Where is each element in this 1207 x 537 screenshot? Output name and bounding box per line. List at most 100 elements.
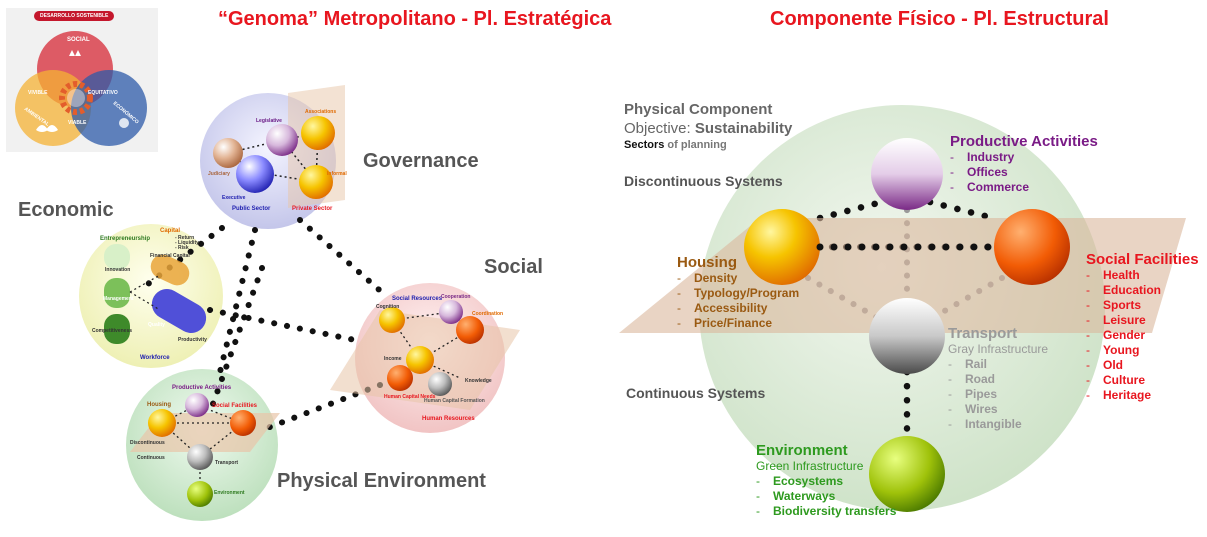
list-item: Health: [1086, 268, 1199, 283]
housing-label-small: Housing: [147, 402, 171, 408]
judiciary-label: Judiciary: [208, 171, 230, 177]
housing-list: Density Typology/Program Accessibility P…: [677, 271, 799, 331]
workforce-label: Workforce: [140, 355, 170, 361]
list-item: Waterways: [756, 489, 896, 504]
housing-title: Housing: [677, 254, 737, 271]
productive-label: Productive Activities: [172, 385, 232, 391]
physical-environment-label: Physical Environment: [277, 470, 486, 492]
sdg-wheel-center: [67, 89, 85, 107]
sdg-wheel-icon: [59, 81, 93, 115]
genome-connectors: [137, 217, 388, 433]
list-item: Offices: [950, 165, 1098, 180]
private-sector-label: Private Sector: [292, 206, 333, 212]
discontinuous-systems-label: Discontinuous Systems: [624, 173, 783, 189]
knowledge-label: Knowledge: [465, 378, 492, 384]
quality-label: Quality: [148, 322, 165, 328]
competitiveness-cylinder: [104, 314, 130, 344]
transport-title: Transport: [948, 325, 1018, 342]
environment-group: Environment Green Infrastructure Ecosyst…: [756, 442, 896, 519]
list-item: Young: [1086, 343, 1199, 358]
coordination-label: Coordination: [472, 311, 504, 317]
ambiental-icon: [36, 125, 58, 132]
list-item: Biodiversity transfers: [756, 504, 896, 519]
productive-activities-group: Productive Activities Industry Offices C…: [950, 133, 1098, 195]
transport-label-small: Transport: [215, 460, 239, 466]
list-item: Commerce: [950, 180, 1098, 195]
social-resources-label: Social Resources: [392, 296, 443, 302]
informal-sphere: [299, 165, 333, 199]
judiciary-sphere: [213, 138, 243, 168]
list-item: Density: [677, 271, 799, 286]
housing-social-dots: [816, 243, 992, 251]
social-icon: [69, 50, 81, 56]
list-item: Price/Finance: [677, 316, 799, 331]
environment-sphere: [187, 481, 213, 507]
social-facilities-sphere-large: [994, 209, 1070, 285]
venn-label-equitativo: EQUITATIVO: [88, 90, 118, 96]
capital-label: Capital: [160, 228, 181, 234]
capital-items: - Return - Liquidity - Risk: [175, 235, 199, 251]
governance-label: Governance: [363, 150, 479, 172]
productivity-label: Productivity: [178, 337, 207, 343]
venn-ambiental-circle: [15, 70, 91, 146]
list-item: Accessibility: [677, 301, 799, 316]
social-facilities-sphere: [230, 410, 256, 436]
venn-svg: [15, 31, 147, 146]
cooperation-label: Cooperation: [441, 294, 471, 300]
human-capital-formation-label: Human Capital Formation: [424, 398, 485, 404]
economic-label: Economic: [18, 199, 114, 221]
venn-label-viable: VIABLE: [68, 120, 87, 126]
list-item: Sports: [1086, 298, 1199, 313]
genome-diagram: [79, 85, 520, 521]
component-sectors: Sectors of planning: [624, 139, 727, 151]
list-item: Road: [948, 372, 1048, 387]
venn-label-vivible: VIVIBLE: [28, 90, 48, 96]
objective-prefix: Objective:: [624, 120, 695, 137]
social-facilities-group: Social Facilities Health Education Sport…: [1086, 251, 1199, 403]
human-resources-label: Human Resources: [422, 416, 475, 422]
header-right: Componente Físico - Pl. Estructural: [770, 8, 1109, 30]
list-item: Intangible: [948, 417, 1048, 432]
transport-group: Transport Gray Infrastructure Rail Road …: [948, 325, 1048, 432]
discontinuous-label-small: Discontinuous: [130, 440, 165, 446]
coordination-sphere: [456, 316, 484, 344]
list-item: Typology/Program: [677, 286, 799, 301]
continuous-systems-label: Continuous Systems: [626, 385, 766, 401]
entrepreneurship-label: Entrepreneurship: [100, 236, 151, 242]
productive-activities-sphere: [871, 138, 943, 210]
list-item: Ecosystems: [756, 474, 896, 489]
legislative-label: Legislative: [256, 118, 282, 124]
sectors-bold: Sectors: [624, 139, 665, 151]
housing-sphere: [148, 409, 176, 437]
list-item: Wires: [948, 402, 1048, 417]
informal-label: Informal: [327, 171, 347, 177]
list-item: Industry: [950, 150, 1098, 165]
header-left: “Genoma” Metropolitano - Pl. Estratégica: [218, 8, 612, 30]
capital-cylinder: [150, 254, 190, 286]
human-capital-needs-sphere: [387, 365, 413, 391]
housing-sphere-large: [744, 209, 820, 285]
transport-sphere: [187, 444, 213, 470]
list-item: Heritage: [1086, 388, 1199, 403]
list-item: Pipes: [948, 387, 1048, 402]
associations-sphere: [301, 116, 335, 150]
housing-group: Housing Density Typology/Program Accessi…: [677, 254, 799, 331]
executive-label: Executive: [222, 195, 246, 201]
human-capital-formation-sphere: [428, 372, 452, 396]
environment-title: Environment: [756, 442, 848, 459]
transport-sphere-large: [869, 298, 945, 374]
environment-list: Ecosystems Waterways Biodiversity transf…: [756, 474, 896, 519]
list-item: Gender: [1086, 328, 1199, 343]
social-label: Social: [484, 256, 543, 278]
management-label: Management: [103, 296, 134, 302]
list-item: Leisure: [1086, 313, 1199, 328]
component-objective: Objective: Sustainability: [624, 120, 792, 137]
management-cylinder: [104, 278, 130, 308]
financial-label: Financial Capital: [150, 253, 190, 259]
legislative-sphere: [266, 124, 298, 156]
innovation-label: Innovation: [105, 267, 131, 273]
innovation-cylinder: [104, 244, 130, 270]
list-item: Culture: [1086, 373, 1199, 388]
venn-label-social: SOCIAL: [67, 37, 90, 43]
quality-cylinder: [151, 289, 207, 333]
